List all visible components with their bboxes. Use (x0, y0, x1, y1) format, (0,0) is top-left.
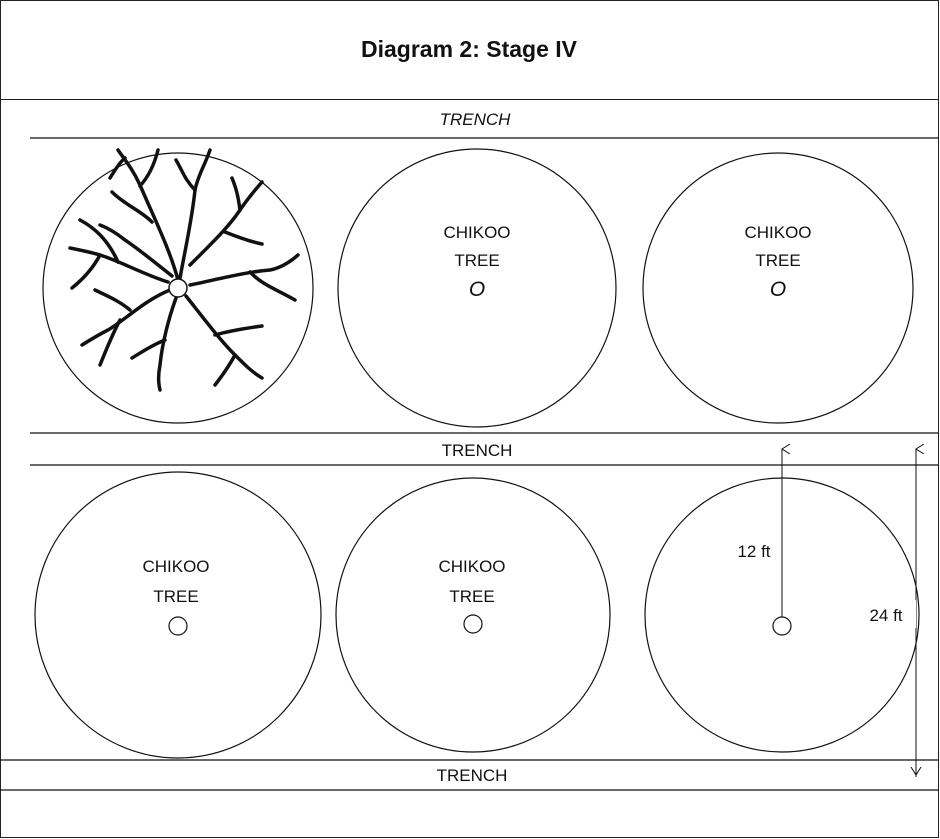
trench-top: TRENCH (30, 110, 939, 139)
tree-4: CHIKOO TREE (34, 471, 322, 759)
tree-label-line1: CHIKOO (438, 557, 505, 576)
tree-label-line1: CHIKOO (142, 557, 209, 576)
trench-middle-label: TRENCH (442, 441, 513, 460)
trunk-marker: O (770, 278, 786, 301)
trunk-marker (772, 616, 792, 636)
diameter-dimension: 24 ft (860, 449, 921, 777)
trench-bottom: TRENCH (0, 759, 939, 791)
tree-label-line2: TREE (755, 251, 800, 270)
trunk-marker (168, 278, 188, 298)
diameter-arrow-bottom (910, 766, 922, 776)
trunk-marker: O (469, 278, 485, 301)
tree-1-roots (42, 148, 314, 424)
trunk-marker (168, 616, 188, 636)
tree-label-line2: TREE (153, 587, 198, 606)
tree-label-line1: CHIKOO (443, 223, 510, 242)
trench-top-label: TRENCH (440, 110, 512, 129)
radius-label: 12 ft (737, 542, 770, 561)
trench-middle: TRENCH (30, 432, 939, 466)
tree-label-line1: CHIKOO (744, 223, 811, 242)
trunk-marker (463, 614, 483, 634)
diagram-title: Diagram 2: Stage IV (360, 36, 578, 62)
tree-2: CHIKOO TREE O (337, 148, 617, 428)
root-system-drawing (68, 148, 300, 392)
tree-label-line2: TREE (449, 587, 494, 606)
trench-bottom-label: TRENCH (437, 766, 508, 785)
tree-6: 12 ft (644, 449, 920, 753)
tree-3: CHIKOO TREE O (642, 152, 914, 424)
diagram-header: Diagram 2: Stage IV (0, 0, 938, 100)
tree-5: CHIKOO TREE (335, 477, 611, 753)
diameter-label: 24 ft (869, 606, 902, 625)
tree-label-line2: TREE (454, 251, 499, 270)
tree-row-1: CHIKOO TREE O CHIKOO TREE O (42, 148, 914, 428)
tree-row-2: CHIKOO TREE CHIKOO TREE 12 ft (34, 449, 920, 759)
